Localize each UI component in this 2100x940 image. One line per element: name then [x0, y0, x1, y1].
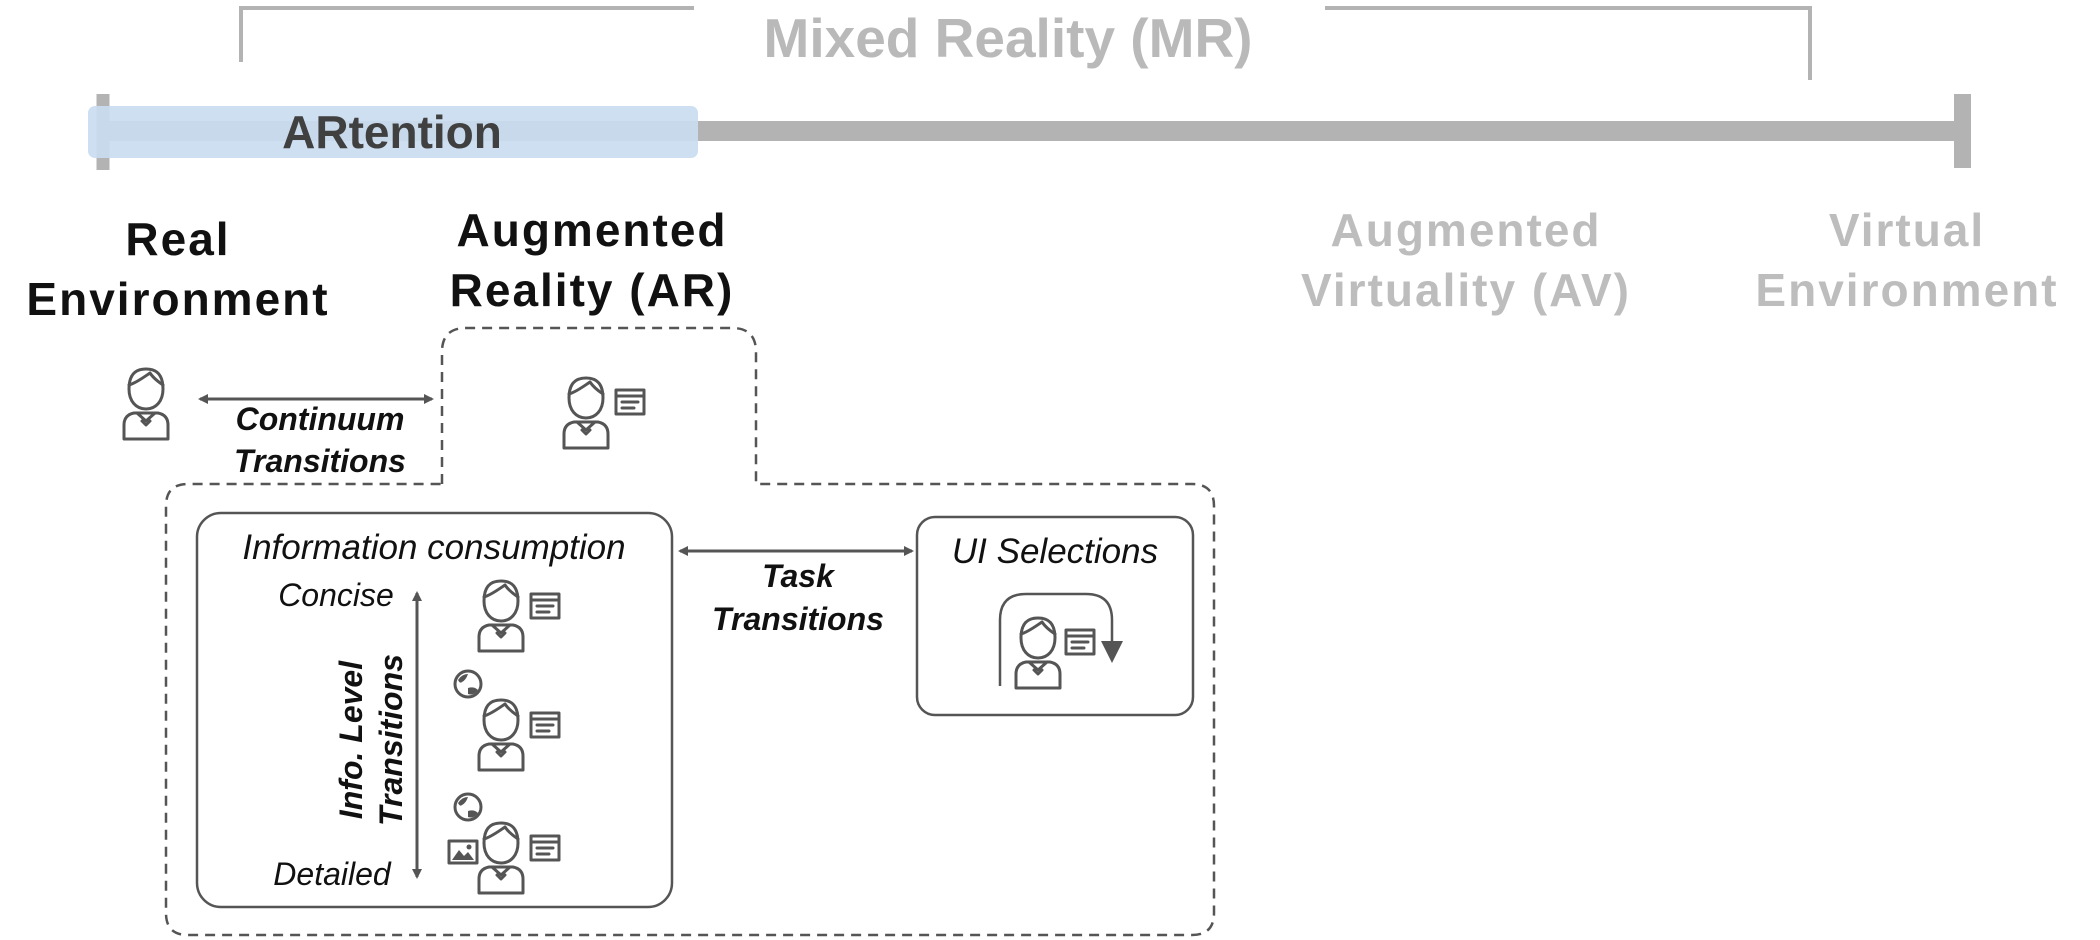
- information-consumption-title: Information consumption: [242, 528, 625, 567]
- detailed-label: Detailed: [273, 856, 392, 892]
- augmented-reality-line-1: Augmented: [457, 204, 728, 256]
- real-environment-line-1: Real: [125, 213, 230, 265]
- ar-scope-dashed-outline: [164, 326, 1216, 937]
- continuum-transitions-line-2: Transitions: [234, 443, 406, 479]
- task-transitions-label: Task Transitions: [712, 558, 884, 637]
- mixed-reality-label: Mixed Reality (MR): [764, 7, 1253, 69]
- augmented-reality-line-2: Reality (AR): [450, 264, 735, 316]
- image-icon: [447, 839, 479, 865]
- virtual-environment-line-1: Virtual: [1829, 204, 1985, 256]
- augmented-virtuality-line-1: Augmented: [1331, 204, 1602, 256]
- info-level-transitions-line-2: Transitions: [373, 654, 409, 826]
- augmented-virtuality-label: Augmented Virtuality (AV): [1301, 204, 1631, 316]
- virtual-environment-label: Virtual Environment: [1755, 204, 2058, 316]
- real-environment-line-2: Environment: [26, 273, 329, 325]
- real-environment-label: Real Environment: [26, 213, 329, 325]
- ui-selections-box: [915, 515, 1195, 717]
- info-level-transitions-label: Info. Level Transitions: [333, 654, 409, 826]
- map-icon: [453, 792, 483, 822]
- info-level-transitions-line-1: Info. Level: [333, 660, 369, 819]
- task-transitions-line-2: Transitions: [712, 601, 884, 637]
- augmented-reality-label: Augmented Reality (AR): [450, 204, 735, 316]
- task-transitions-line-1: Task: [762, 558, 836, 594]
- user-icon: [122, 367, 170, 441]
- concise-label: Concise: [278, 577, 394, 613]
- artention-label: ARtention: [282, 106, 502, 158]
- map-icon: [453, 669, 483, 699]
- mixed-reality-bracket: [239, 6, 1812, 80]
- continuum-transitions-label: Continuum Transitions: [234, 401, 406, 479]
- user-with-panel-icon: [562, 376, 646, 450]
- continuum-transitions-line-1: Continuum: [236, 401, 405, 437]
- ui-selections-title: UI Selections: [952, 532, 1158, 571]
- user-panel-selection-icon: [998, 592, 1123, 690]
- artention-highlight: [88, 106, 698, 158]
- information-consumption-box: [195, 511, 674, 909]
- augmented-virtuality-line-2: Virtuality (AV): [1301, 264, 1631, 316]
- virtual-environment-line-2: Environment: [1755, 264, 2058, 316]
